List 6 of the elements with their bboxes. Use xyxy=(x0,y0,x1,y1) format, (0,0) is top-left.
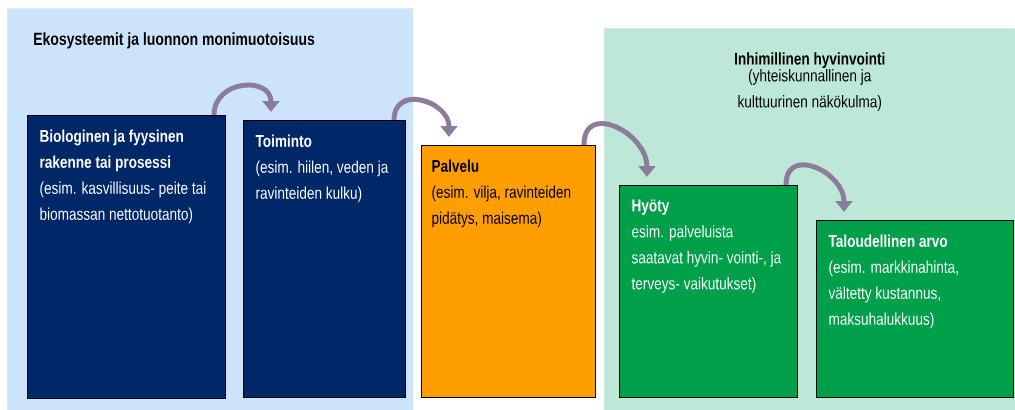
process-box: Taloudellinen arvo (esim. markkinahinta, vältetty kustannus, maksuhalukkuus) xyxy=(816,220,1014,398)
process-box: Palvelu (esim. vilja, ravinteiden pidätys, maisema) xyxy=(421,145,596,398)
process-box: Hyöty esim. palveluista saatavat hyvin- vointi-, ja terveys- vaikutukset) xyxy=(619,185,798,398)
process-box: Toiminto (esim. hiilen, veden ja ravinteiden kulku) xyxy=(243,120,406,398)
arrow xyxy=(211,82,280,116)
process-box: Biologinen ja fyysinen rakenne tai prosessi (esim. kasvillisuus- peite tai biomassan nettotuotanto) xyxy=(27,115,226,399)
